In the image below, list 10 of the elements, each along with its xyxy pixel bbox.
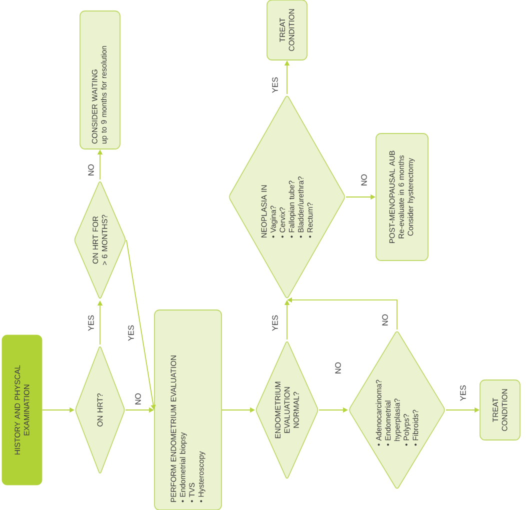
edge-label: NO [334, 361, 342, 375]
edge-label: YES [459, 384, 467, 402]
edge-label: NO [381, 313, 389, 327]
edge-label: YES [87, 314, 95, 332]
edge-label: YES [271, 314, 279, 332]
edge-label: NO [134, 392, 142, 406]
edge-label: YES [271, 76, 279, 94]
edge-label: YES [127, 324, 135, 342]
edge-label: NO [360, 173, 368, 187]
edge-label: NO [87, 163, 95, 177]
